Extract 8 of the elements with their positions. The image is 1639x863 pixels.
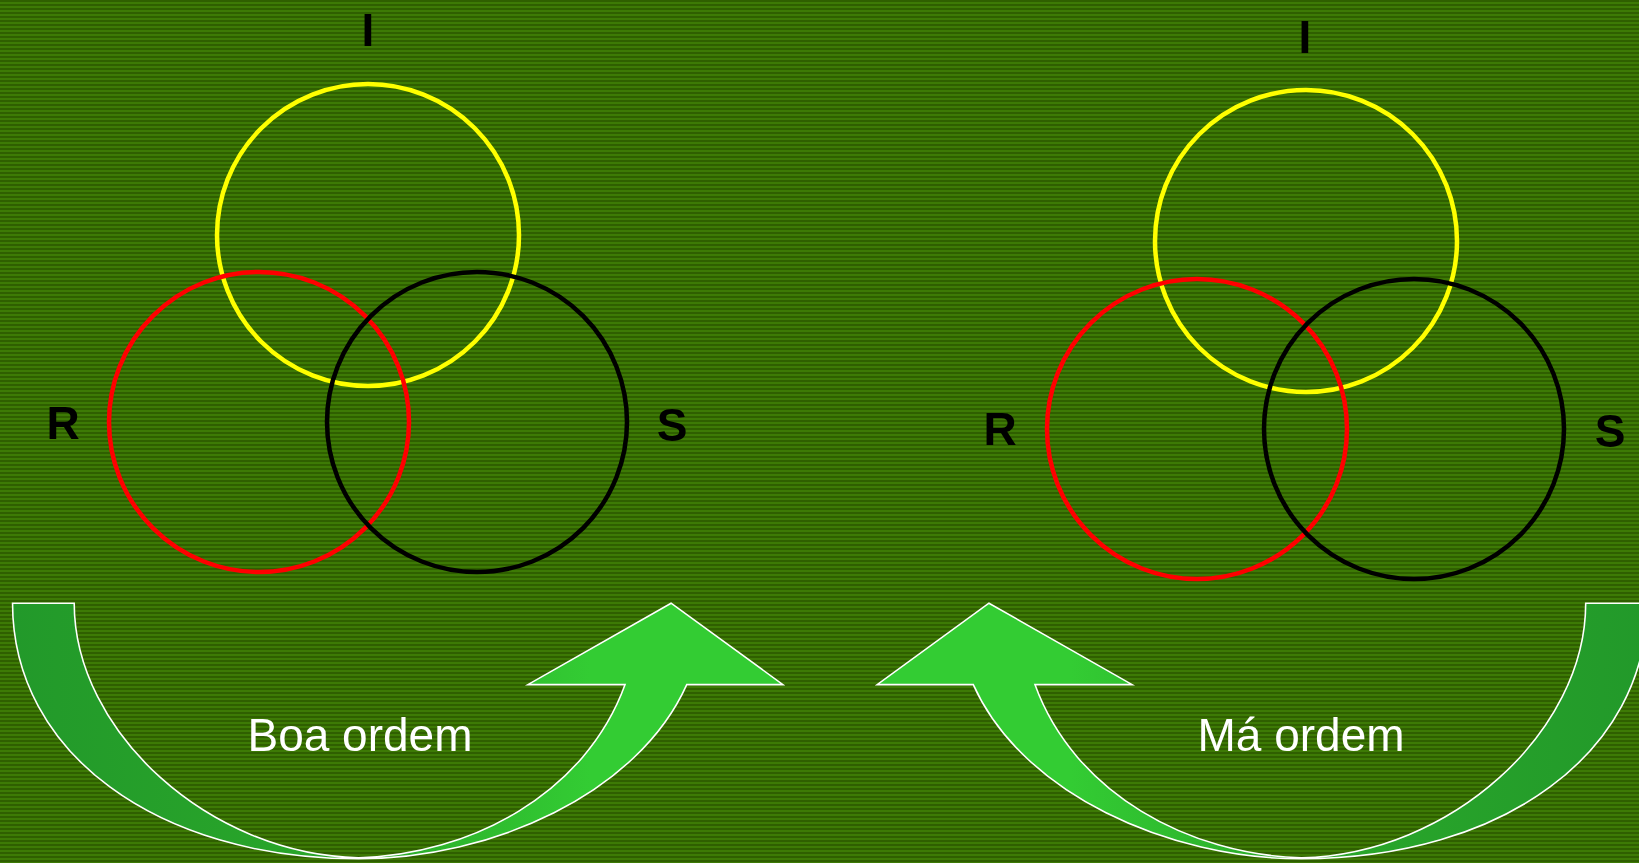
arrow-label: Boa ordem bbox=[247, 709, 473, 761]
circle-label: I bbox=[1298, 12, 1312, 62]
circle-label: S bbox=[1594, 406, 1626, 456]
circle-label: S bbox=[656, 400, 688, 450]
circle-label: R bbox=[983, 404, 1017, 454]
circle-label: I bbox=[361, 5, 375, 55]
circle-label: R bbox=[46, 398, 80, 448]
arrow-label: Má ordem bbox=[1197, 709, 1405, 761]
